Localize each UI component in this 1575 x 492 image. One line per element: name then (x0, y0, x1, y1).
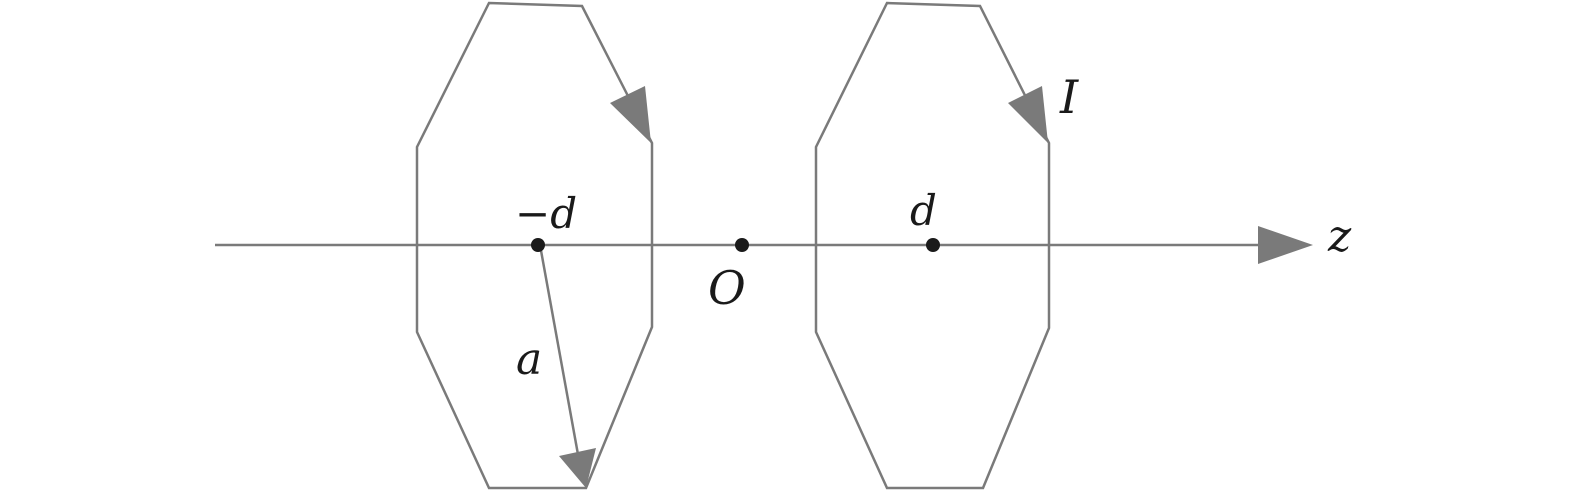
z-axis-arrowhead (1258, 226, 1313, 264)
point-origin (735, 238, 749, 252)
radius-line (538, 244, 581, 461)
point-d (926, 238, 940, 252)
point-minus-d (531, 238, 545, 252)
label-d: d (910, 186, 937, 235)
label-current: I (1059, 70, 1079, 124)
label-minus-d: −d (515, 189, 577, 238)
right-coil-loop (814, 1, 1051, 490)
label-radius: a (516, 334, 542, 385)
right-coil-current-arrow (1008, 86, 1048, 143)
label-origin: O (708, 261, 746, 315)
label-z-axis: z (1327, 211, 1352, 262)
left-coil-current-arrow (610, 86, 651, 143)
radius-arrowhead (559, 448, 596, 488)
